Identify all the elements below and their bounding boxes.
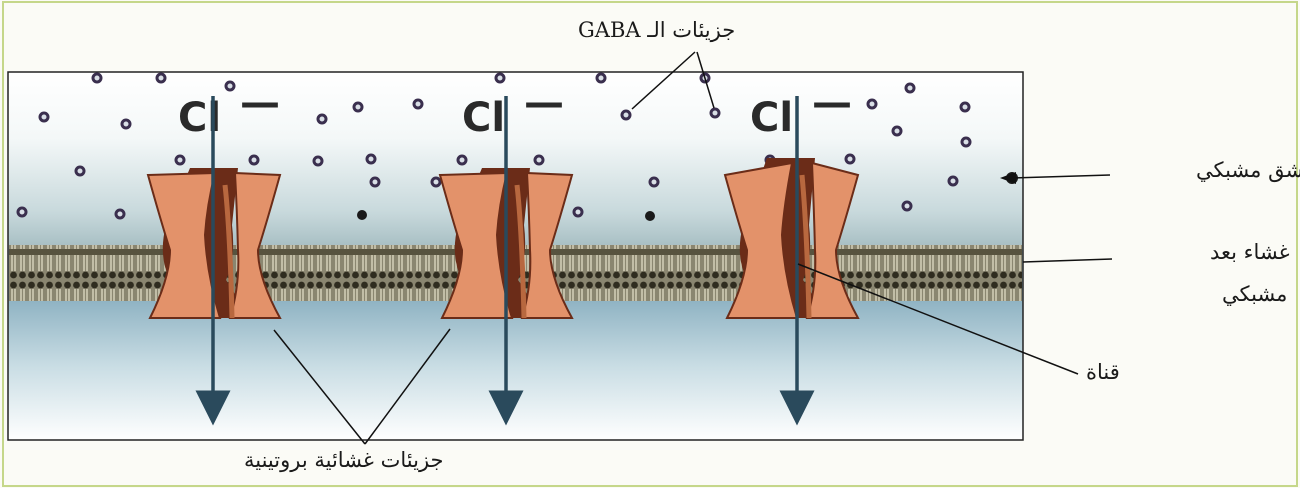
gaba-molecules-label: جزيئات الـ GABA xyxy=(578,18,735,42)
svg-text:—: — xyxy=(240,80,280,126)
membrane-proteins-label: جزيئات غشائية بروتينية xyxy=(244,448,444,472)
channel-protein-3 xyxy=(725,158,858,318)
svg-text:—: — xyxy=(524,80,564,126)
svg-text:—: — xyxy=(812,80,852,126)
svg-text:Cl: Cl xyxy=(750,95,793,141)
svg-text:Cl: Cl xyxy=(462,95,505,141)
synaptic-cleft-label: شق مشبكي xyxy=(1196,158,1300,182)
postsynaptic-membrane-label-line1: غشاء بعد xyxy=(1210,240,1290,264)
channel-label: قناة xyxy=(1086,360,1120,384)
postsynaptic-membrane-label-line2: مشبكي xyxy=(1222,282,1287,306)
